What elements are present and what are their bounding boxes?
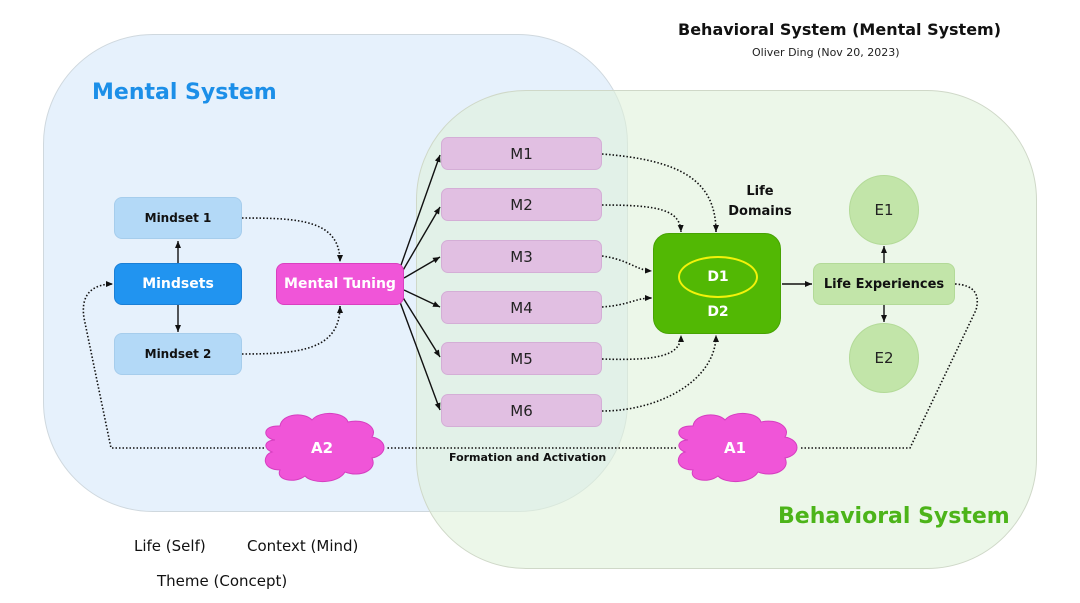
node-mental-tuning: Mental Tuning [276, 263, 404, 305]
arrow-tuning-to-m6 [399, 301, 441, 411]
dotted-m2-to-domains [601, 204, 684, 233]
arrow-tuning-to-m1 [399, 154, 441, 269]
node-m6: M6 [441, 394, 602, 427]
arrow-tuning-to-m3 [403, 256, 441, 279]
node-m3: M3 [441, 240, 602, 273]
arrow-tuning-to-m5 [401, 295, 441, 358]
dotted-mindset2-to-tuning [241, 305, 343, 355]
node-mindset-1: Mindset 1 [114, 197, 242, 239]
dotted-m3-to-domains [601, 255, 653, 274]
legend-life-self: Life (Self) [134, 537, 206, 555]
dotted-a2-to-mindsets [82, 281, 264, 449]
node-d2: D2 [707, 304, 729, 320]
node-mindsets: Mindsets [114, 263, 242, 305]
legend-theme-concept: Theme (Concept) [157, 572, 288, 590]
legend-context-mind: Context (Mind) [247, 537, 359, 555]
cloud-a1: A1 [723, 439, 747, 457]
node-life-domains: D1 D2 [653, 233, 781, 334]
arrow-tuning-to-m2 [401, 206, 441, 273]
node-d1: D1 [678, 256, 758, 298]
arrow-tuning-to-m4 [403, 289, 441, 308]
mental-system-label: Mental System [92, 80, 277, 105]
node-e2: E2 [849, 323, 919, 393]
dotted-m1-to-domains [601, 153, 719, 233]
node-mindset-2: Mindset 2 [114, 333, 242, 375]
diagram-title: Behavioral System (Mental System) [678, 20, 1002, 39]
dotted-m4-to-domains [601, 295, 653, 308]
node-m4: M4 [441, 291, 602, 324]
dotted-m6-to-domains [601, 334, 719, 412]
dotted-m5-to-domains [601, 334, 684, 361]
node-m5: M5 [441, 342, 602, 375]
life-domains-label: Life Domains [728, 184, 792, 219]
diagram-author: Oliver Ding (Nov 20, 2023) [752, 46, 900, 59]
dotted-experiences-loop [800, 283, 979, 449]
node-m1: M1 [441, 137, 602, 170]
cloud-a1-shape [677, 413, 798, 482]
behavioral-system-label: Behavioral System [778, 504, 1010, 529]
formation-activation-label: Formation and Activation [449, 451, 607, 464]
node-life-experiences: Life Experiences [813, 263, 955, 305]
node-e1: E1 [849, 175, 919, 245]
dotted-mindset1-to-tuning [241, 217, 343, 263]
cloud-a2: A2 [310, 439, 334, 457]
node-m2: M2 [441, 188, 602, 221]
cloud-a2-shape [264, 413, 385, 482]
